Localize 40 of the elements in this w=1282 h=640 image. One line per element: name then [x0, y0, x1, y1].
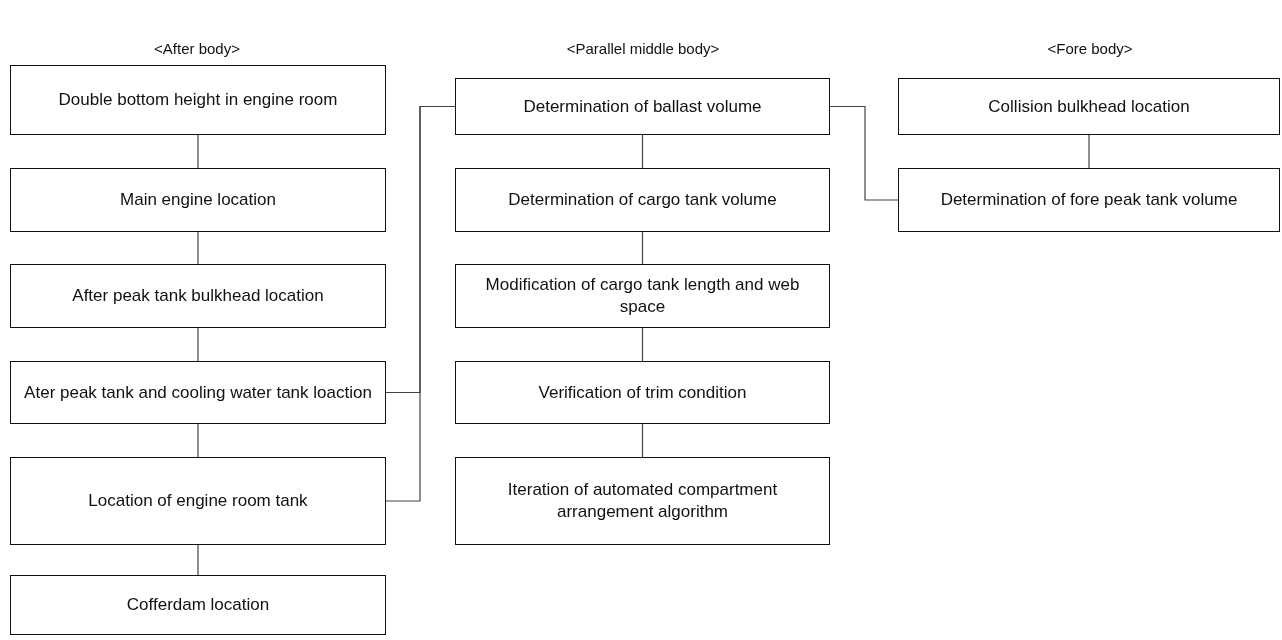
column-heading: <Fore body>	[1047, 40, 1133, 57]
box-text: Main engine location	[120, 189, 276, 211]
box-text: Location of engine room tank	[88, 490, 308, 512]
process-box	[10, 264, 386, 328]
box-text: Iteration of automated compartment arrangement algorithm	[506, 479, 779, 523]
connector-line	[197, 423, 199, 458]
process-box	[10, 361, 386, 424]
box-text: Determination of ballast volume	[523, 95, 762, 118]
process-box	[10, 65, 386, 135]
connector-line	[197, 231, 199, 265]
connector-line	[641, 231, 644, 265]
process-box	[898, 168, 1280, 232]
box-text: Determination of cargo tank volume	[508, 189, 777, 211]
box-text: Cofferdam location	[126, 594, 270, 616]
box-text: Collision bulkhead location	[988, 95, 1190, 118]
connector-line	[641, 327, 644, 362]
column-heading: <After body>	[154, 40, 240, 57]
process-box	[10, 575, 386, 635]
connector-line	[641, 134, 644, 169]
process-box	[455, 168, 830, 232]
box-text: Double bottom height in engine room	[58, 89, 338, 111]
connector-line	[197, 134, 199, 169]
process-box	[10, 457, 386, 545]
process-box	[10, 168, 386, 232]
column-heading: <Parallel middle body>	[566, 40, 720, 57]
process-box	[455, 361, 830, 424]
box-text: Determination of fore peak tank volume	[940, 189, 1238, 211]
box-text: After peak tank bulkhead location	[72, 285, 324, 307]
connector-line	[197, 544, 199, 576]
box-text: Modification of cargo tank length and web space	[484, 274, 801, 318]
process-box	[455, 78, 830, 135]
connector-line	[1088, 134, 1090, 169]
box-text: Verification of trim condition	[538, 381, 747, 404]
box-text: Ater peak tank and cooling water tank loaction	[24, 381, 372, 404]
connector-line	[641, 423, 644, 458]
process-box	[455, 264, 830, 328]
connector-line	[829, 105, 899, 201]
process-box	[455, 457, 830, 545]
connector-line	[197, 327, 199, 362]
process-box	[898, 78, 1280, 135]
